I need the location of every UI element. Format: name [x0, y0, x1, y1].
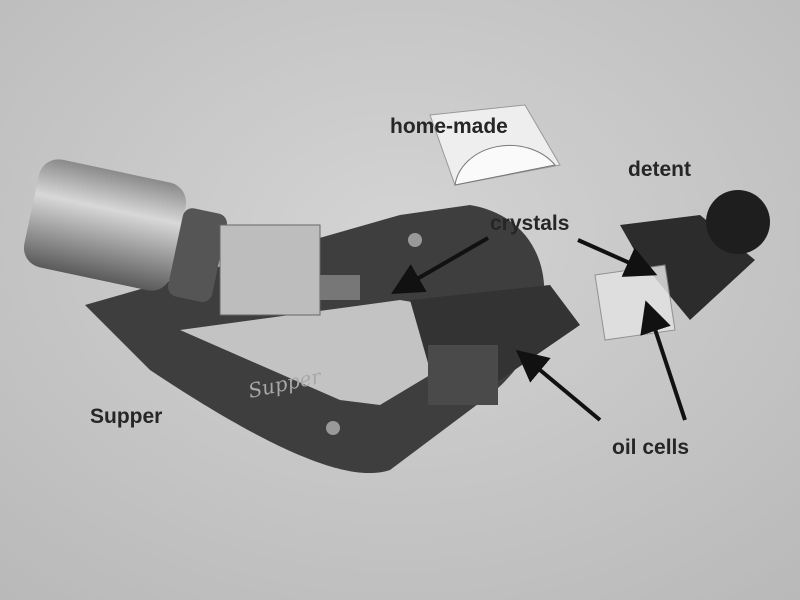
arrow-crystals-left	[391, 236, 490, 295]
annotation-arrows	[391, 236, 687, 422]
home-made-stage	[429, 104, 561, 186]
arrow-crystals-right	[577, 238, 658, 277]
label-detent: detent	[628, 158, 691, 181]
supper-stage: Supper	[23, 159, 580, 474]
label-oil-cells: oil cells	[612, 436, 690, 459]
label-crystals: crystals	[490, 212, 570, 235]
arrow-oil-cells-right	[640, 300, 687, 421]
label-supper: Supper	[90, 405, 163, 428]
label-home-made: home-made	[390, 115, 508, 138]
arrow-oil-cells-left	[515, 349, 602, 422]
